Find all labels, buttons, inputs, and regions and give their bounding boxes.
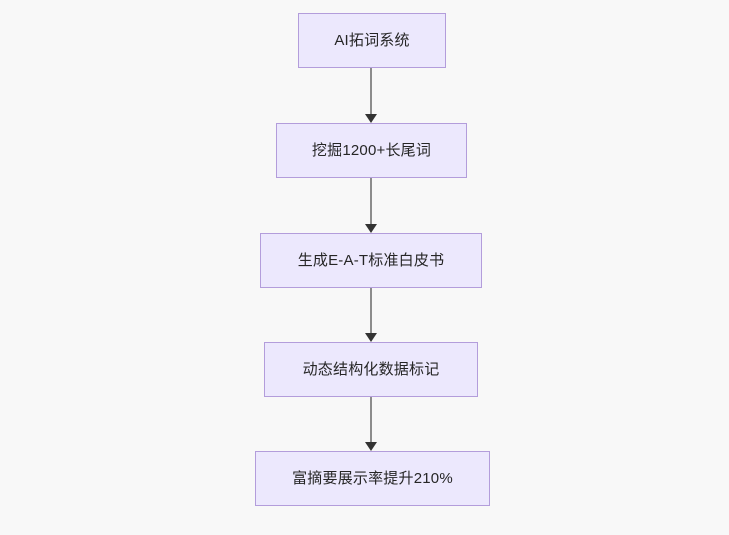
- flow-node-label: AI拓词系统: [334, 32, 410, 49]
- arrow-down-icon: [365, 224, 377, 233]
- flow-edge-3: [370, 288, 372, 334]
- flow-node-label: 生成E-A-T标准白皮书: [297, 252, 445, 269]
- arrow-down-icon: [365, 442, 377, 451]
- flow-node-mine-longtail-keywords[interactable]: 挖掘1200+长尾词: [276, 123, 467, 178]
- flow-node-label: 动态结构化数据标记: [302, 361, 440, 378]
- flow-node-label: 挖掘1200+长尾词: [311, 142, 432, 159]
- arrow-down-icon: [365, 114, 377, 123]
- flow-node-generate-eat-whitepaper[interactable]: 生成E-A-T标准白皮书: [260, 233, 482, 288]
- flow-node-ai-keyword-system[interactable]: AI拓词系统: [298, 13, 446, 68]
- flow-node-rich-snippet-rate-increase[interactable]: 富摘要展示率提升210%: [255, 451, 490, 506]
- arrow-down-icon: [365, 333, 377, 342]
- flow-node-dynamic-structured-data-markup[interactable]: 动态结构化数据标记: [264, 342, 478, 397]
- flow-edge-1: [370, 68, 372, 115]
- flow-node-label: 富摘要展示率提升210%: [292, 470, 453, 487]
- flow-edge-2: [370, 178, 372, 225]
- flow-edge-4: [370, 397, 372, 443]
